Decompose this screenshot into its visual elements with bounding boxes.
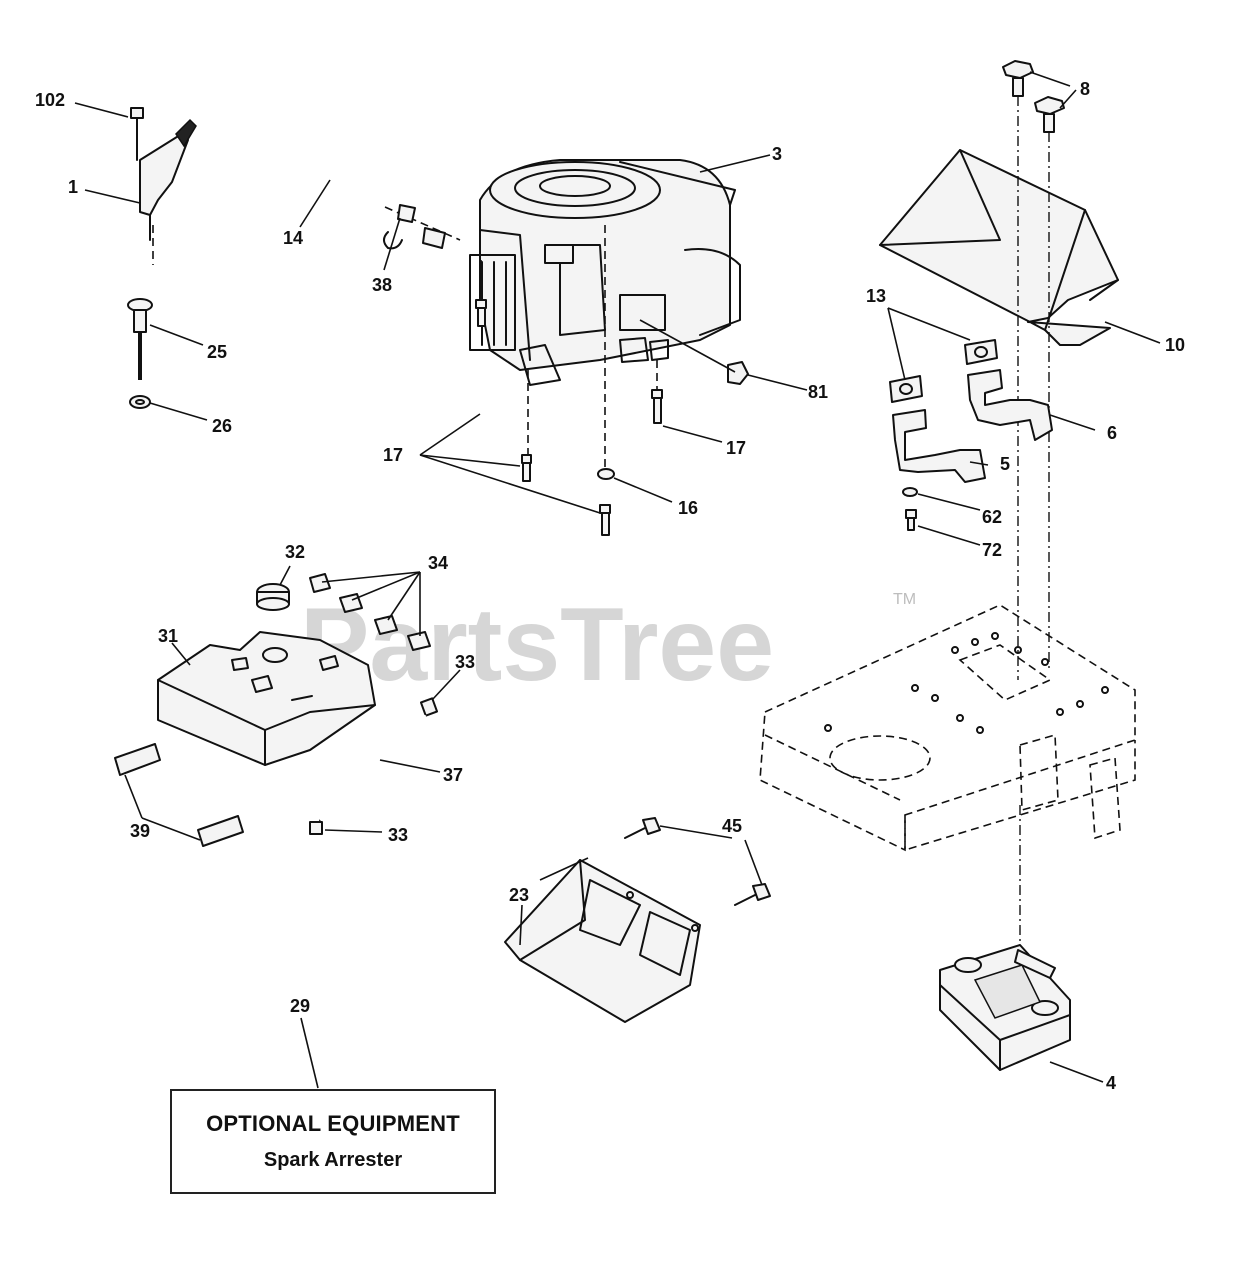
callout-38: 38 [372,275,392,295]
breather-hose-part[interactable] [309,697,439,835]
callout-10: 10 [1165,335,1185,355]
watermark-trademark: TM [893,591,916,608]
nut-part[interactable] [727,361,749,385]
callout-8: 8 [1080,79,1090,99]
optional-equipment-subtitle: Spark Arrester [263,1149,403,1171]
air-cleaner-cover-part[interactable] [157,631,376,766]
air-cleaner-cap-part[interactable] [256,583,290,611]
engine-part[interactable] [469,159,741,386]
bolt-part[interactable] [475,299,663,536]
callout-29: 29 [290,996,310,1016]
callout-14: 14 [283,228,303,248]
gasket-part[interactable] [889,339,998,403]
callout-4: 4 [1106,1073,1116,1093]
callout-25: 25 [207,342,227,362]
callout-33-bottom: 33 [388,825,408,845]
chassis-plate-part[interactable] [759,604,1136,852]
washer-62-part[interactable] [902,487,918,497]
screw-part[interactable] [624,817,771,906]
watermark-brand: PartsTree [300,587,774,703]
callout-6: 6 [1107,423,1117,443]
callout-34: 34 [428,553,448,573]
callout-31: 31 [158,626,178,646]
exhaust-pipe-left-part[interactable] [892,409,986,483]
callout-39: 39 [130,821,150,841]
foam-pad-part[interactable] [114,743,244,847]
throttle-control-part[interactable] [130,107,197,265]
callout-1: 1 [68,177,78,197]
optional-equipment-box: OPTIONAL EQUIPMENT Spark Arrester [170,1089,496,1194]
clamp-part[interactable] [383,231,403,250]
washer-part[interactable] [129,395,151,409]
choke-knob-part[interactable] [127,298,153,380]
callout-17-right: 17 [726,438,746,458]
callout-23: 23 [509,885,529,905]
callout-13: 13 [866,286,886,306]
callout-81: 81 [808,382,828,402]
optional-equipment-title: OPTIONAL EQUIPMENT [206,1111,460,1136]
callout-102: 102 [35,90,65,110]
callout-16: 16 [678,498,698,518]
callout-72: 72 [982,540,1002,560]
callout-45: 45 [722,816,742,836]
callout-3: 3 [772,144,782,164]
callout-33-top: 33 [455,652,475,672]
callout-32: 32 [285,542,305,562]
callout-37: 37 [443,765,463,785]
bolt-72-part[interactable] [905,509,917,531]
exhaust-pipe-right-part[interactable] [967,369,1053,441]
callout-5: 5 [1000,454,1010,474]
muffler-part[interactable] [939,944,1071,1071]
debris-guard-part[interactable] [504,859,701,1023]
callout-62: 62 [982,507,1002,527]
callout-26: 26 [212,416,232,436]
mounting-bolt-part[interactable] [1002,60,1065,133]
heat-shield-part[interactable] [879,149,1119,346]
washer-16-part[interactable] [597,468,615,480]
callout-17-left: 17 [383,445,403,465]
